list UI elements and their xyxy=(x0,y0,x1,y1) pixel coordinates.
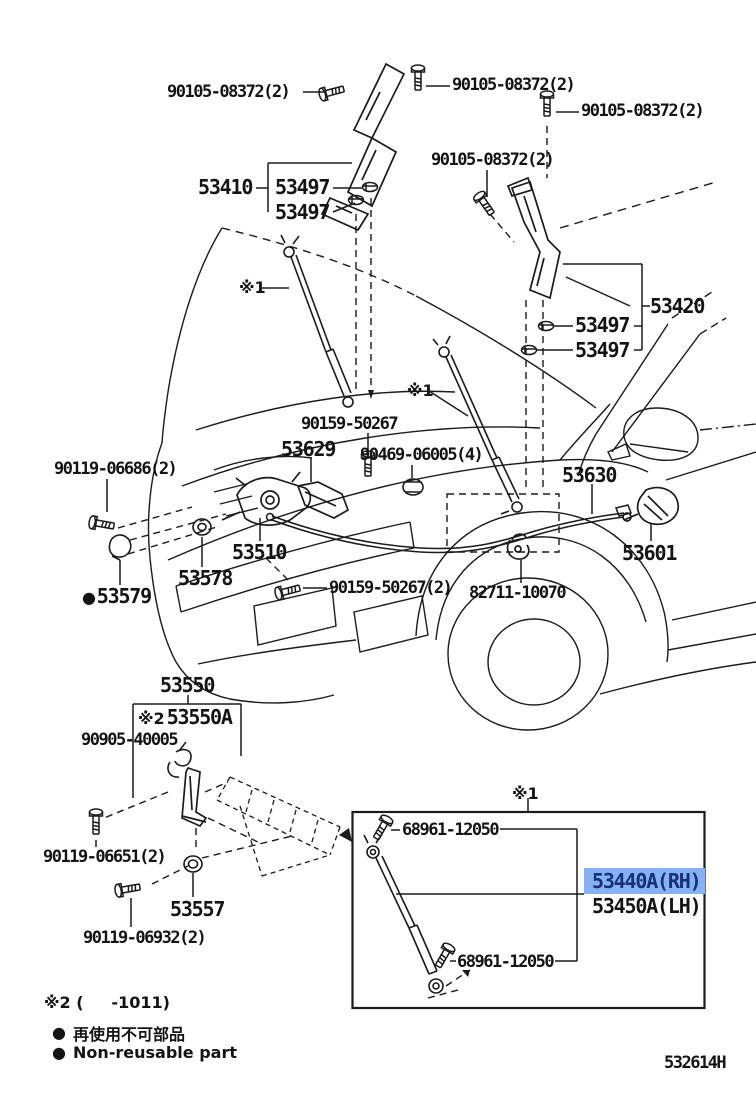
plug-53579-icon xyxy=(108,534,132,561)
part-label-68961-2[interactable]: 68961-12050 xyxy=(457,952,555,972)
part-label-90105-1[interactable]: 90105-08372(2) xyxy=(167,82,291,102)
diagram-code: 532614H xyxy=(664,1053,727,1073)
non-reusable-dot: ● xyxy=(52,1023,66,1042)
part-label-53630[interactable]: 53630 xyxy=(562,463,617,487)
hood-hinge-left xyxy=(320,62,406,232)
clip-icon xyxy=(361,181,379,193)
part-label-53629[interactable]: 53629 xyxy=(281,437,336,461)
inset-gas-strut xyxy=(363,833,444,994)
part-label-90159[interactable]: 90159-50267 xyxy=(301,414,399,434)
part-label-82711[interactable]: 82711-10070 xyxy=(469,583,567,603)
part-label-90105-3[interactable]: 90105-08372(2) xyxy=(581,101,705,121)
front-bumper xyxy=(147,442,429,704)
part-label-90119-06932[interactable]: 90119-06932(2) xyxy=(83,928,207,948)
legend-en-text: Non-reusable part xyxy=(72,1043,237,1062)
ref-mark-1a: ※1 xyxy=(239,278,266,297)
part-label-90119-06686[interactable]: 90119-06686(2) xyxy=(54,459,178,479)
part-label-53601[interactable]: 53601 xyxy=(622,541,677,565)
hood-release-lever xyxy=(622,486,679,526)
leader-lines xyxy=(95,85,652,927)
part-label-53550[interactable]: 53550 xyxy=(160,673,215,697)
part-label-53497-4[interactable]: 53497 xyxy=(575,338,630,362)
dashed-line-arrows xyxy=(339,390,470,977)
part-label-90159-2[interactable]: 90159-50267(2) xyxy=(329,578,453,598)
legend-non-reusable-jp: ● 再使用不可部品 xyxy=(52,1021,185,1045)
part-label-53557[interactable]: 53557 xyxy=(170,897,225,921)
hook-90905-icon xyxy=(167,748,192,778)
hood-lock-assembly xyxy=(221,471,312,526)
legend-non-reusable-en: ● Non-reusable part xyxy=(52,1043,237,1062)
car-body-outline xyxy=(161,181,756,695)
cushion-53578-icon xyxy=(192,518,212,536)
part-label-90469[interactable]: 90469-06005(4) xyxy=(360,445,484,465)
bolt-icon xyxy=(87,514,116,534)
part-label-53510[interactable]: 53510 xyxy=(232,540,287,564)
hood-release-cable xyxy=(265,504,632,554)
radiator-support-panel xyxy=(216,776,341,877)
hood-support-rod-right xyxy=(432,335,523,515)
radiator-support-bracket xyxy=(181,766,208,828)
grommet-53557-icon xyxy=(183,855,203,873)
ref-mark-1c: ※1 xyxy=(512,784,539,803)
bolt-icon xyxy=(410,64,426,91)
bolt-icon xyxy=(431,940,457,971)
inset-leader-lines xyxy=(391,828,584,962)
ref-mark-2-inline: ※2 xyxy=(138,709,165,728)
non-reusable-dot: ● xyxy=(82,588,96,607)
part-label-53410[interactable]: 53410 xyxy=(198,175,253,199)
support-rod-bracket xyxy=(296,481,350,519)
bolt-icon xyxy=(471,188,498,219)
non-reusable-dot: ● xyxy=(52,1042,66,1062)
part-label-68961-1[interactable]: 68961-12050 xyxy=(402,820,500,840)
applicability-note: ※2 ( -1011) xyxy=(44,993,170,1012)
clip-icon xyxy=(537,320,555,332)
inset-detail-box xyxy=(351,810,706,1010)
part-label-53497-3[interactable]: 53497 xyxy=(575,313,630,337)
part-label-53497-2[interactable]: 53497 xyxy=(275,200,330,224)
bolt-icon xyxy=(88,808,104,835)
hidden-dashed-lines xyxy=(103,126,560,999)
clip-icon xyxy=(520,344,538,356)
clip-90469-icon xyxy=(402,478,424,496)
part-label-53497-1[interactable]: 53497 xyxy=(275,175,330,199)
part-label-53420[interactable]: 53420 xyxy=(650,294,705,318)
bolt-icon xyxy=(113,879,142,899)
part-label-53578[interactable]: 53578 xyxy=(178,566,233,590)
part-label-53579[interactable]: ●53579 xyxy=(82,584,152,608)
part-label-90119-06651[interactable]: 90119-06651(2) xyxy=(43,847,167,867)
bolt-icon xyxy=(369,812,395,843)
side-mirror xyxy=(607,407,699,461)
ref-mark-1b: ※1 xyxy=(407,381,434,400)
part-label-53450A[interactable]: 53450A(LH) xyxy=(592,894,702,918)
part-label-90105-2[interactable]: 90105-08372(2) xyxy=(452,75,576,95)
part-label-90105-4[interactable]: 90105-08372(2) xyxy=(431,150,555,170)
part-label-53440A[interactable]: 53440A(RH) xyxy=(584,868,706,894)
hood-hinge-right xyxy=(506,176,561,300)
legend-jp-text: 再使用不可部品 xyxy=(72,1025,185,1044)
part-label-90905[interactable]: 90905-40005 xyxy=(81,730,179,750)
hood-support-rod-left xyxy=(280,234,354,408)
highlighted-part: 53440A(RH) xyxy=(584,868,706,894)
